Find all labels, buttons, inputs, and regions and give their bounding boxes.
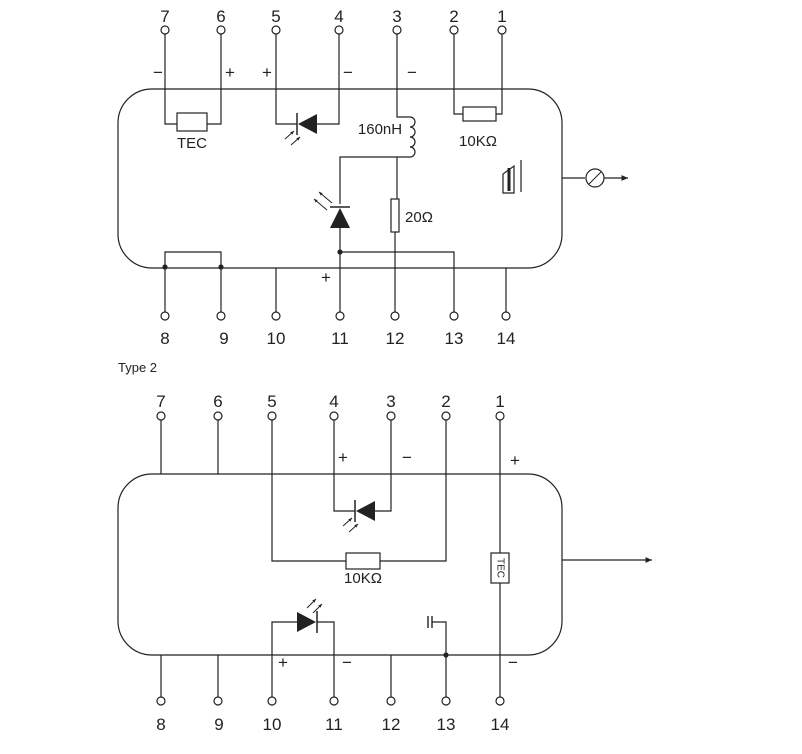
t1-pin-11-label: 11 [331,329,349,348]
t1-sign-pin6: + [225,63,235,82]
t1-pin-12-label: 12 [386,329,405,348]
t2-wire-pin2 [380,420,447,562]
t1-pin-5-label: 5 [271,7,280,26]
t1-junction-9 [218,264,224,270]
t1-sign-pin3: − [407,63,417,82]
t2-wire-pin5 [271,420,346,562]
t1-bottom-pin-circles [160,311,511,321]
t2-sign-pin11: − [342,653,352,672]
t2-thermistor-label: 10KΩ [344,570,382,587]
t2-wire-pin4 [333,420,355,512]
t2-top-pin-circles [156,411,505,421]
t2-pin-5-label: 5 [267,392,276,411]
t2-laser-diode-icon [297,598,323,633]
t2-junction-13 [443,652,449,658]
t2-wire-pin11 [317,621,335,697]
t1-inductor-icon [409,116,416,158]
t1-junction-11 [337,249,343,255]
t2-photodiode-icon [342,500,375,533]
t1-pin-3-label: 3 [392,7,401,26]
t2-pin-4-label: 4 [329,392,338,411]
type2-package [117,473,563,656]
t1-pin-10-label: 10 [267,329,286,348]
t2-pin-10-label: 10 [263,715,282,734]
t2-pin-2-label: 2 [441,392,450,411]
t1-isolator-icon [502,160,522,194]
t1-sign-pin4: − [343,63,353,82]
t1-laser-diode-icon [313,191,350,228]
t1-fiber-connector-icon [585,168,605,188]
t1-pin-7-label: 7 [160,7,169,26]
t1-sign-pin7: − [153,63,163,82]
t1-wire-pin2 [453,34,463,115]
t2-sign-pin3: − [402,448,412,467]
t1-thermistor-label: 10KΩ [459,133,497,150]
t1-wire-pin4 [317,34,340,125]
t2-pin-8-label: 8 [156,715,165,734]
type1-diagram: 7 6 5 4 3 2 1 TEC − + [117,7,628,348]
t1-wire-pin7 [164,34,177,125]
t1-pin-8-label: 8 [160,329,169,348]
t1-resistor-label: 20Ω [405,209,433,226]
t2-pin-14-label: 14 [491,715,510,734]
section-title-type2: Type 2 [118,360,157,375]
t2-wire-pin13 [432,621,447,697]
t2-pin-3-label: 3 [386,392,395,411]
t2-pin-6-label: 6 [213,392,222,411]
t2-wire-pin10 [271,621,297,697]
t1-wire-pin13 [340,251,455,312]
t2-pin-13-label: 13 [437,715,456,734]
t1-resistor-icon [390,198,400,233]
t2-sign-pin14: − [508,653,518,672]
t2-bottom-pin-circles [156,696,505,706]
t2-wire-pin3 [375,420,392,512]
t1-pin-2-label: 2 [449,7,458,26]
t1-pin-9-label: 9 [219,329,228,348]
t1-pin-14-label: 14 [497,329,516,348]
t1-wire-pin8-9-short [164,251,222,312]
t2-pin-12-label: 12 [382,715,401,734]
t1-pin-1-label: 1 [497,7,506,26]
t1-tec-block [176,112,208,132]
t2-sign-pin1: + [510,451,520,470]
t1-junction-8 [162,264,168,270]
t2-tec-label: TEC [494,558,505,578]
t1-pin-4-label: 4 [334,7,343,26]
t2-pin-9-label: 9 [214,715,223,734]
t2-thermistor-block [345,552,381,570]
t1-thermistor-block [462,106,497,122]
t1-wire-pin1 [496,34,503,115]
t1-wire-pin3 [396,34,410,118]
t1-sign-pin5: + [262,63,272,82]
t1-pin-6-label: 6 [216,7,225,26]
t2-pin-11-label: 11 [325,715,343,734]
t2-pin-7-label: 7 [156,392,165,411]
t1-top-pin-circles [160,25,507,35]
t1-wire-inductor-laser [339,156,410,204]
t1-pin-13-label: 13 [445,329,464,348]
t2-sign-pin4: + [338,448,348,467]
t1-photodiode-icon [284,113,317,146]
t2-sign-pin10: + [278,653,288,672]
t1-wire-pin5 [275,34,297,125]
t1-wire-pin6 [207,34,222,125]
t1-inductor-label: 160nH [358,121,402,138]
type2-diagram: 7 6 5 4 3 2 1 10KΩ [117,392,652,734]
t2-pin-1-label: 1 [495,392,504,411]
t1-sign-pin11: + [321,268,331,287]
t1-tec-label: TEC [177,135,207,152]
